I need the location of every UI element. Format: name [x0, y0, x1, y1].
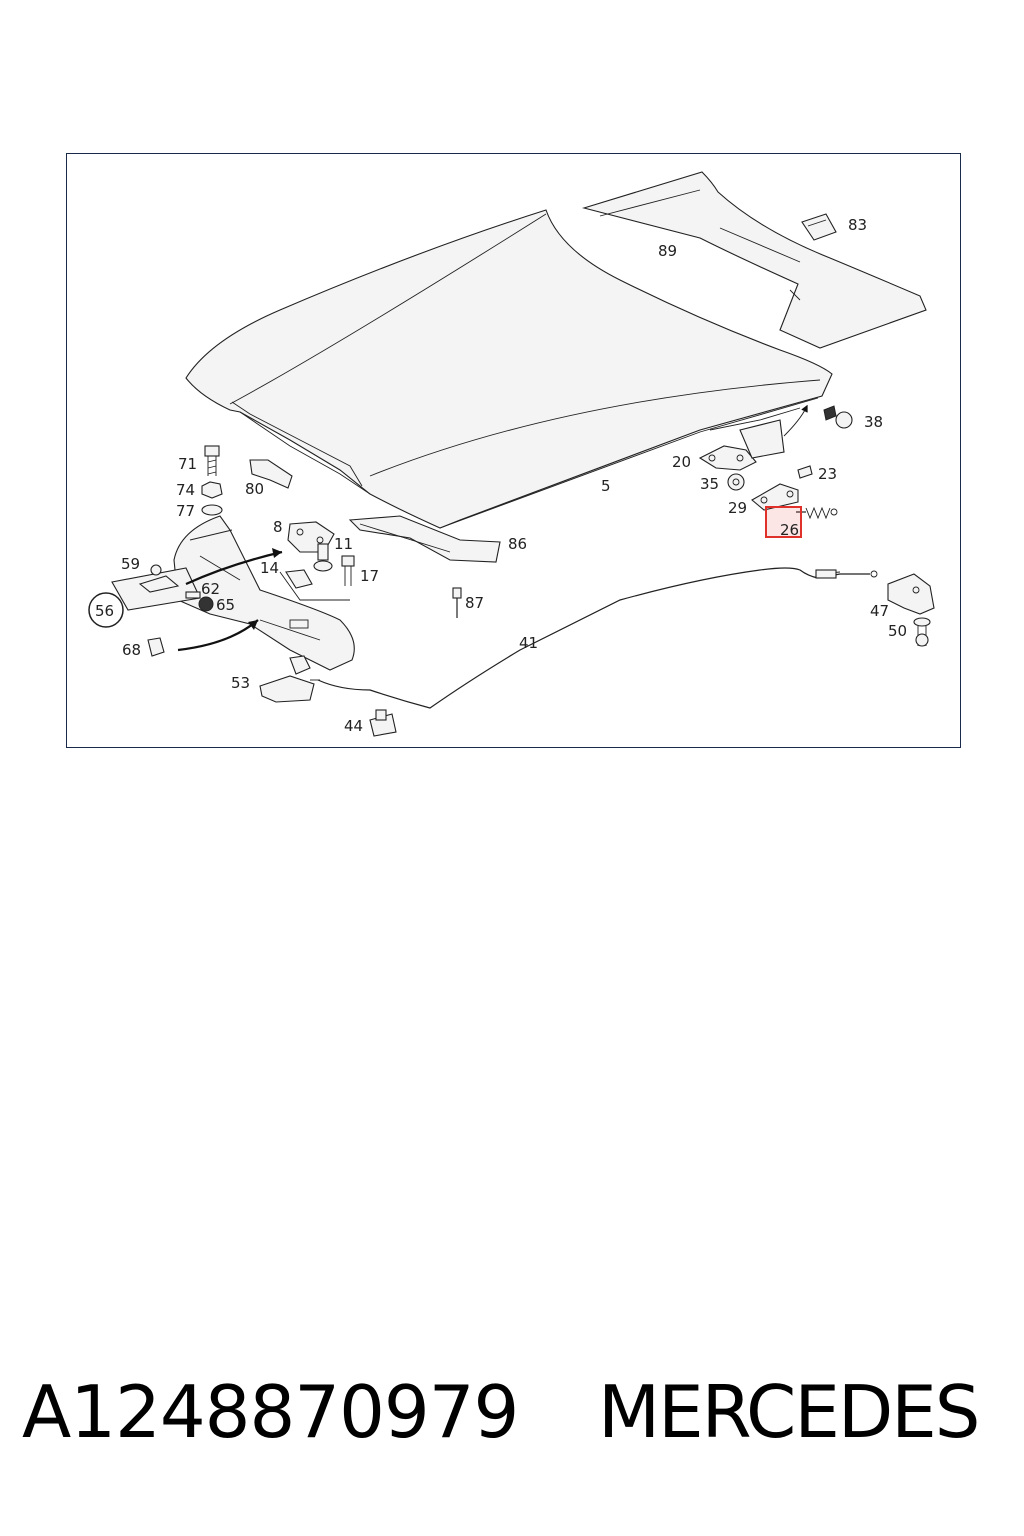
label-50: 50	[888, 622, 907, 640]
catch-47	[887, 573, 935, 615]
spring-26	[796, 506, 838, 520]
label-38: 38	[864, 413, 883, 431]
label-41: 41	[519, 634, 538, 652]
bolt-50	[913, 617, 931, 647]
cable-41	[317, 567, 878, 709]
clip-14	[285, 569, 313, 589]
bolt-71	[204, 445, 220, 476]
part-number: A1248870979	[22, 1370, 519, 1454]
nut-74	[201, 481, 223, 499]
clip-68	[147, 637, 165, 657]
label-62: 62	[201, 580, 220, 598]
label-47: 47	[870, 602, 889, 620]
footer: A1248870979 MERCEDES	[0, 1370, 1024, 1470]
label-17: 17	[360, 567, 379, 585]
plate-56	[111, 567, 201, 611]
clip-44	[369, 709, 397, 737]
highlight-box	[765, 506, 802, 538]
label-53: 53	[231, 674, 250, 692]
label-59: 59	[121, 555, 140, 573]
label-80: 80	[245, 480, 264, 498]
label-86: 86	[508, 535, 527, 553]
callout-circle-56	[88, 592, 124, 628]
screw-62	[185, 591, 201, 599]
handle-53	[259, 655, 320, 703]
bolt-38	[823, 405, 853, 429]
label-56: 56	[95, 602, 114, 620]
washer-77	[201, 504, 223, 516]
label-14: 14	[260, 559, 279, 577]
label-44: 44	[344, 717, 363, 735]
bolt-17	[341, 555, 355, 586]
screw-59	[150, 564, 162, 576]
label-87: 87	[465, 594, 484, 612]
label-83: 83	[848, 216, 867, 234]
label-35: 35	[700, 475, 719, 493]
lock-carrier	[173, 515, 355, 671]
insulation-mat	[581, 171, 927, 349]
label-89: 89	[658, 242, 677, 260]
label-68: 68	[122, 641, 141, 659]
label-8: 8	[273, 518, 283, 536]
clip-87	[452, 587, 462, 618]
pin-23	[797, 465, 813, 479]
brand-name: MERCEDES	[598, 1370, 980, 1454]
label-23: 23	[818, 465, 837, 483]
bolt-11	[313, 543, 333, 572]
label-29: 29	[728, 499, 747, 517]
bracket-86	[348, 515, 501, 563]
hinge-20	[698, 419, 785, 471]
label-65: 65	[216, 596, 235, 614]
hood-panel	[185, 209, 833, 529]
label-77: 77	[176, 502, 195, 520]
nut-65	[198, 596, 214, 612]
lever-29	[751, 483, 799, 511]
label-5: 5	[601, 477, 611, 495]
label-20: 20	[672, 453, 691, 471]
bracket-80	[249, 459, 293, 489]
label-11: 11	[334, 535, 353, 553]
label-26: 26	[780, 521, 799, 539]
label-74: 74	[176, 481, 195, 499]
label-71: 71	[178, 455, 197, 473]
clip-83	[801, 213, 837, 241]
nut-35	[727, 473, 745, 491]
